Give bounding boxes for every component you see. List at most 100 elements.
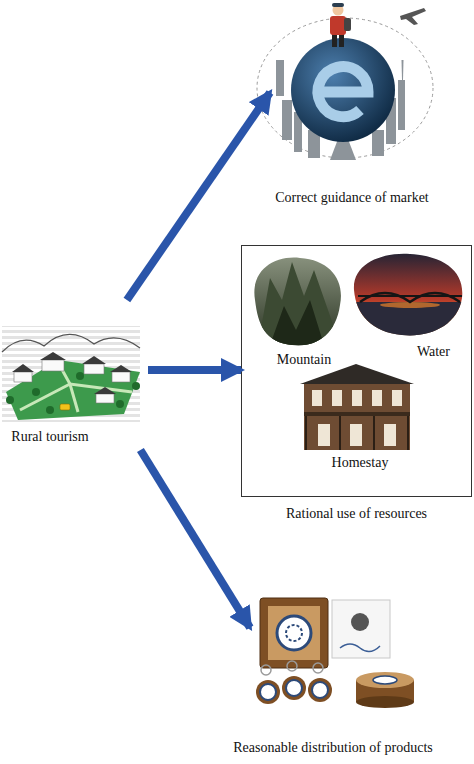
tree [32,388,40,396]
illustrated-node: Rural tourism [0,300,148,450]
door [384,424,396,446]
roof [12,364,34,372]
keychains [256,661,332,704]
bridge [360,293,460,302]
node-label: Mountain [248,351,360,368]
photo-node: Homestay [300,361,420,473]
pillars [306,416,408,450]
mountain-backdrop [248,254,344,350]
key-disc [308,678,332,702]
house [42,360,64,371]
lid-pattern [373,676,397,684]
photo-node: Mountain [248,258,360,370]
key-ring [313,663,323,673]
round-box [356,672,414,708]
floral-pattern [340,644,380,652]
illustrated-node: Reasonable distribution of products [250,590,472,760]
tower [402,60,404,80]
products-illustration [256,598,414,708]
key-disc-face [286,680,302,696]
leg [339,33,344,47]
tree [76,372,84,380]
roof [82,356,106,364]
house [112,372,130,382]
body [330,16,346,35]
roof [110,365,132,372]
building-wall [304,384,410,450]
wooden-tray [260,598,328,668]
sunset-sky [350,250,466,340]
roof [40,352,66,360]
house [96,394,114,403]
window [312,390,322,406]
path [60,366,78,412]
cap [332,3,344,7]
key-disc-face [260,684,276,700]
yellow-car [60,404,70,410]
key-disc-face [312,682,328,698]
building [372,130,384,156]
tree [46,406,54,414]
flow-arrow [148,366,241,374]
house [84,364,104,374]
box-lid [356,672,414,688]
striped-backdrop [2,326,140,422]
homestay-photo [300,364,414,450]
tray-inner [268,606,320,660]
key-ring [287,661,297,671]
flow-arrow [127,92,270,300]
tree [132,382,140,390]
globe [291,38,395,142]
resource-box: MountainWaterHomestayRational use of res… [241,245,472,497]
house [14,372,32,382]
node-label: Rural tourism [0,428,100,445]
trees [6,372,140,414]
window [372,390,382,406]
bridge-deck [358,295,462,297]
porcelain-disc [277,616,311,650]
window [332,390,342,406]
leg [332,33,337,47]
building [398,80,405,130]
node-label: Reasonable distribution of products [228,739,438,756]
illustrated-node: Correct guidance of market [270,0,460,212]
pattern [286,625,302,641]
water-photo [350,250,466,340]
door [350,424,362,446]
tree [116,400,124,408]
key-ring [261,665,271,675]
peaks [270,300,324,345]
windows [312,390,402,446]
node-label: Correct guidance of market [270,189,434,206]
white-box [332,600,390,658]
mountain-outline [2,334,140,352]
tree [6,396,14,404]
pillar [373,416,375,450]
balcony [304,412,410,416]
node-label: Rational use of resources [242,505,471,522]
box-hole [351,613,369,631]
box-base [356,696,414,708]
lake [350,302,466,340]
node-label: Water [352,343,450,360]
globe-illustration [257,3,433,160]
door [318,424,330,446]
pillar [339,416,341,450]
window [352,390,362,406]
photo-node: Water [352,252,472,362]
pillar [407,416,409,450]
node-label: Homestay [300,454,420,471]
mountain-photo [248,254,344,350]
houses [12,352,132,403]
village-illustration [2,326,140,422]
e-symbol [318,67,368,117]
building [276,60,284,96]
traveller [330,3,351,47]
plane [400,8,426,25]
flow-arrow [140,450,250,628]
orbit [257,18,433,158]
building [282,100,292,140]
